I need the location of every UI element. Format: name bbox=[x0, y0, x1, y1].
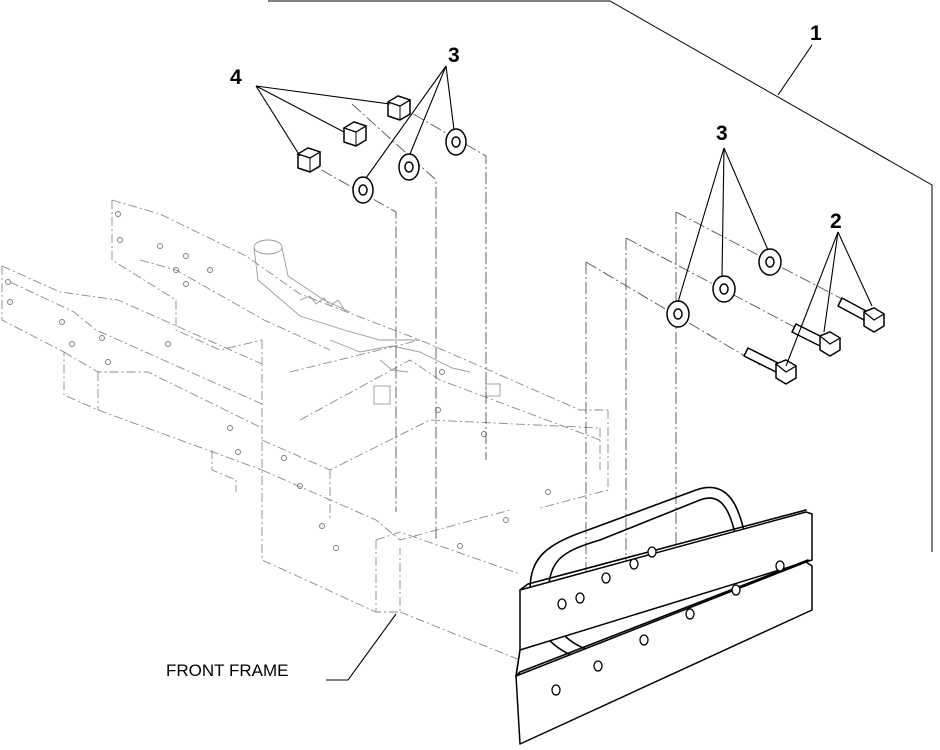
callout-item-3-right: 3 bbox=[716, 122, 728, 145]
front-frame-phantom bbox=[1, 199, 609, 661]
hex-bolt bbox=[791, 323, 842, 357]
hex-bolt bbox=[743, 347, 798, 385]
kit-boundary-bracket bbox=[268, 0, 933, 552]
callout-item-1: 1 bbox=[810, 22, 822, 45]
hex-nut bbox=[296, 147, 322, 173]
callout-item-2: 2 bbox=[830, 210, 842, 233]
assembly-centerlines bbox=[303, 103, 845, 604]
hex-nut bbox=[386, 95, 412, 121]
flat-washer bbox=[445, 128, 467, 156]
flat-washer bbox=[352, 176, 374, 204]
hex-nut bbox=[342, 121, 368, 147]
callout-item-3-top: 3 bbox=[448, 44, 460, 67]
callout-item-4: 4 bbox=[230, 66, 242, 89]
hex-bolt bbox=[837, 297, 886, 333]
flat-washer bbox=[398, 153, 420, 181]
front-frame-label: FRONT FRAME bbox=[166, 661, 288, 680]
callout-leaders bbox=[255, 44, 873, 681]
flat-washer bbox=[758, 248, 782, 276]
flat-washer bbox=[712, 275, 736, 303]
frame-holes bbox=[5, 211, 551, 551]
front-bumper-bracket bbox=[515, 486, 813, 745]
flat-washer bbox=[666, 300, 690, 328]
